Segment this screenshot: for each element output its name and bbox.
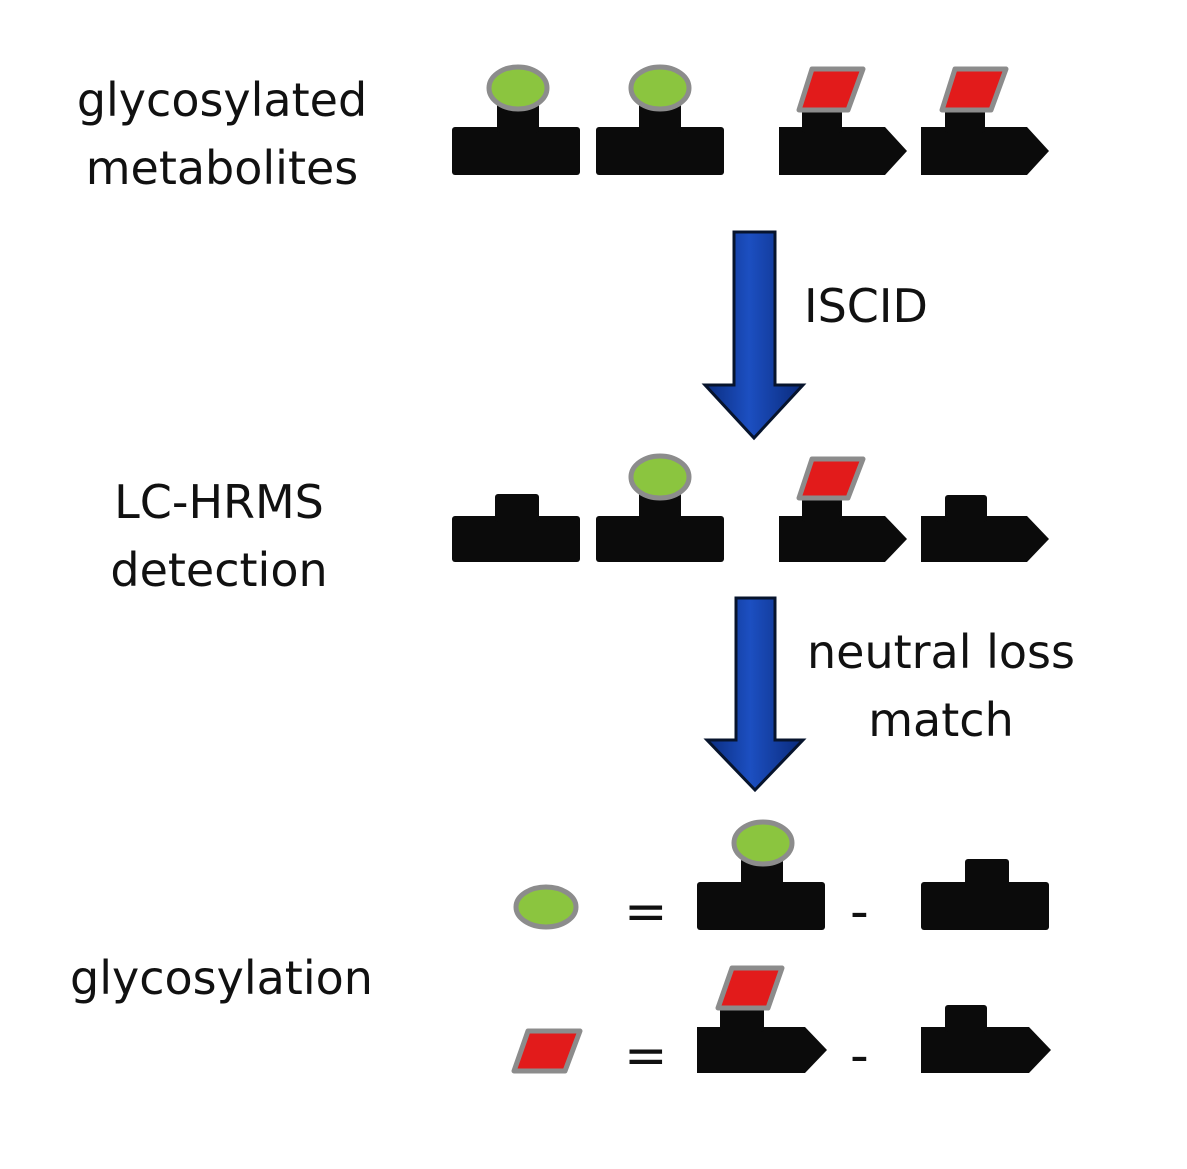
row1-compound-b2 bbox=[921, 66, 1049, 175]
equals-sign-1: = bbox=[624, 882, 668, 942]
green-sugar-icon bbox=[513, 884, 579, 930]
aglycone-b-icon bbox=[921, 1027, 1051, 1073]
row1-compound-b1 bbox=[779, 66, 907, 175]
aglycone-stub-icon bbox=[945, 495, 987, 522]
green-sugar-icon bbox=[628, 64, 692, 112]
red-sugar-icon bbox=[796, 456, 866, 501]
label-line-metabolites: metabolites bbox=[85, 141, 359, 195]
row2-compound-b bbox=[779, 456, 907, 562]
aglycone-stub-icon bbox=[639, 103, 681, 133]
row1-compound-a1 bbox=[452, 64, 580, 175]
label-line-neutral-loss: neutral loss bbox=[806, 625, 1075, 679]
aglycone-a-icon bbox=[697, 882, 825, 930]
eq2-aglycone-b bbox=[921, 1005, 1051, 1073]
label-lc-hrms-detection: LC-HRMS detection bbox=[84, 468, 354, 604]
label-glycosylated-metabolites: glycosylated metabolites bbox=[72, 66, 372, 202]
row2-aglycone-b bbox=[921, 495, 1049, 562]
aglycone-a-icon bbox=[596, 516, 724, 562]
down-arrow-icon bbox=[703, 596, 807, 793]
eq1-compound-a bbox=[697, 819, 825, 930]
aglycone-stub-icon bbox=[720, 1004, 764, 1032]
down-arrow-icon bbox=[701, 230, 807, 441]
label-line-glycosylated: glycosylated bbox=[76, 73, 368, 127]
aglycone-a-icon bbox=[452, 127, 580, 175]
aglycone-stub-icon bbox=[741, 858, 783, 888]
aglycone-stub-icon bbox=[495, 494, 539, 522]
aglycone-b-icon bbox=[921, 127, 1049, 175]
red-sugar-icon bbox=[511, 1028, 583, 1074]
minus-sign-2: - bbox=[850, 1026, 869, 1086]
red-sugar-icon bbox=[796, 66, 866, 113]
equals-sign-2: = bbox=[624, 1026, 668, 1086]
aglycone-a-icon bbox=[921, 882, 1049, 930]
row1-compound-a2 bbox=[596, 64, 724, 175]
label-neutral-loss-match: neutral loss match bbox=[802, 618, 1080, 754]
green-sugar-icon bbox=[731, 819, 795, 867]
aglycone-a-icon bbox=[596, 127, 724, 175]
label-line-lc-hrms: LC-HRMS bbox=[114, 475, 324, 529]
aglycone-stub-icon bbox=[639, 492, 681, 522]
aglycone-b-icon bbox=[921, 516, 1049, 562]
aglycone-stub-icon bbox=[497, 103, 539, 133]
eq2-compound-b bbox=[697, 965, 827, 1073]
minus-sign-1: - bbox=[850, 882, 869, 942]
red-sugar-icon bbox=[939, 66, 1009, 113]
label-glycosylation: glycosylation bbox=[70, 951, 373, 1005]
label-line-detection: detection bbox=[110, 543, 328, 597]
label-iscid: ISCID bbox=[804, 279, 928, 333]
aglycone-b-icon bbox=[779, 516, 907, 562]
aglycone-stub-icon bbox=[945, 1005, 987, 1032]
green-sugar-icon bbox=[486, 64, 550, 112]
aglycone-stub-icon bbox=[965, 859, 1009, 888]
row2-compound-a bbox=[596, 453, 724, 562]
red-sugar-icon bbox=[715, 965, 785, 1011]
aglycone-b-icon bbox=[697, 1027, 827, 1073]
label-line-match: match bbox=[868, 693, 1014, 747]
row2-aglycone-a bbox=[452, 494, 580, 562]
aglycone-b-icon bbox=[779, 127, 907, 175]
eq1-aglycone-a bbox=[921, 859, 1049, 930]
green-sugar-icon bbox=[628, 453, 692, 501]
aglycone-a-icon bbox=[452, 516, 580, 562]
aglycone-stub-icon bbox=[802, 494, 842, 522]
